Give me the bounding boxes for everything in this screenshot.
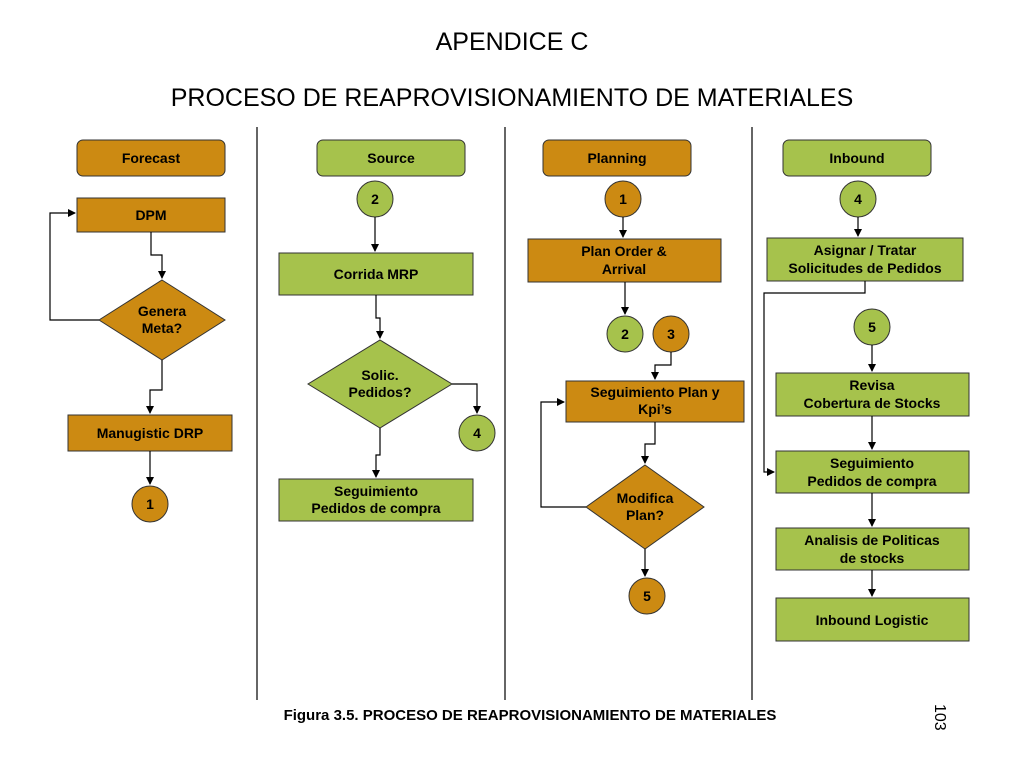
analisis-politicas-line1: Analisis de Politicas — [804, 532, 940, 548]
seguimiento-pedidos-source-line2: Pedidos de compra — [311, 500, 440, 516]
plan-order-line1: Plan Order & — [581, 243, 667, 259]
arrow-dpm-to-decision — [150, 232, 166, 279]
connector-2-out — [606, 315, 644, 353]
connector-3-in-label: 3 — [667, 326, 675, 342]
genera-meta-line2: Meta? — [142, 320, 182, 336]
connector-2-out-label: 2 — [621, 326, 629, 342]
revisa-cobertura-box — [775, 372, 970, 417]
connector-4-out — [458, 414, 496, 452]
seguimiento-pedidos-inbound-line2: Pedidos de compra — [807, 473, 936, 489]
planning-header-box — [542, 139, 692, 177]
connector-2-in-label: 2 — [371, 191, 379, 207]
connector-5-in-label: 5 — [868, 319, 876, 335]
column-source: Source 2 Corrida MRP Solic. Pedidos? 4 S… — [278, 139, 496, 522]
connector-4-out-label: 4 — [473, 425, 481, 441]
arrow-loop-to-seguimiento — [540, 398, 586, 508]
arrow-decision-to-seguimiento — [372, 428, 381, 478]
inbound-logistic-box — [775, 597, 970, 642]
modifica-plan-line1: Modifica — [617, 490, 674, 506]
inbound-logistic-label: Inbound Logistic — [816, 612, 929, 628]
asignar-solicitudes-line2: Solicitudes de Pedidos — [788, 260, 941, 276]
revisa-cobertura-line1: Revisa — [849, 377, 894, 393]
dpm-box — [76, 197, 226, 233]
source-header-box — [316, 139, 466, 177]
manugistic-drp-label: Manugistic DRP — [97, 425, 204, 441]
inbound-header: Inbound — [829, 150, 884, 166]
column-dividers — [256, 127, 753, 700]
arrow-decision-to-drp — [146, 360, 163, 414]
modifica-plan-line2: Plan? — [626, 507, 664, 523]
page-title: APENDICE C — [435, 28, 589, 56]
seguimiento-pedidos-inbound-box — [775, 450, 970, 494]
seguimiento-pedidos-source-box — [278, 478, 474, 522]
genera-meta-line1: Genera — [138, 303, 186, 319]
seguimiento-plan-line1: Seguimiento Plan y — [590, 384, 719, 400]
connector-1-out — [131, 485, 169, 523]
arrow-asignar-to-seguimiento — [763, 281, 866, 476]
corrida-mrp-box — [278, 252, 474, 296]
seguimiento-plan-line2: Kpi’s — [638, 401, 672, 417]
manugistic-drp-box — [67, 414, 233, 452]
solic-pedidos-line1: Solic. — [361, 367, 398, 383]
revisa-cobertura-line2: Cobertura de Stocks — [804, 395, 941, 411]
arrow-3-to-seguimiento — [651, 352, 672, 380]
arrow-loop-to-dpm — [49, 209, 99, 321]
source-header: Source — [367, 150, 415, 166]
connector-4-in-label: 4 — [854, 191, 862, 207]
connector-1-out-label: 1 — [146, 496, 154, 512]
solic-pedidos-line2: Pedidos? — [348, 384, 411, 400]
seguimiento-pedidos-source-line1: Seguimiento — [334, 483, 418, 499]
page-subtitle: PROCESO DE REAPROVISIONAMIENTO DE MATERI… — [170, 84, 854, 112]
page-number: 103 — [931, 704, 948, 731]
asignar-solicitudes-box — [766, 237, 964, 282]
arrow-seguimiento-to-decision — [641, 422, 656, 464]
plan-order-box — [527, 238, 722, 283]
connector-5-out — [628, 577, 666, 615]
inbound-header-box — [782, 139, 932, 177]
arrow-mrp-to-decision — [375, 295, 384, 339]
analisis-politicas-line2: de stocks — [840, 550, 905, 566]
forecast-header-box — [76, 139, 226, 177]
seguimiento-pedidos-inbound-line1: Seguimiento — [830, 455, 914, 471]
corrida-mrp-label: Corrida MRP — [334, 266, 419, 282]
connector-1-in-label: 1 — [619, 191, 627, 207]
figure-caption: Figura 3.5. PROCESO DE REAPROVISIONAMIEN… — [283, 707, 777, 724]
column-planning: Planning 1 Plan Order & Arrival 2 3 Segu… — [527, 139, 745, 615]
asignar-solicitudes-line1: Asignar / Tratar — [814, 242, 917, 258]
arrow-decision-to-4 — [452, 383, 481, 414]
planning-header: Planning — [587, 150, 646, 166]
dpm-label: DPM — [135, 207, 166, 223]
analisis-politicas-box — [775, 527, 970, 571]
column-forecast: Forecast DPM Genera Meta? Manugistic DRP… — [49, 139, 233, 523]
forecast-header: Forecast — [122, 150, 181, 166]
column-inbound: Inbound 4 Asignar / Tratar Solicitudes d… — [763, 139, 970, 642]
connector-5-out-label: 5 — [643, 588, 651, 604]
plan-order-line2: Arrival — [602, 261, 646, 277]
